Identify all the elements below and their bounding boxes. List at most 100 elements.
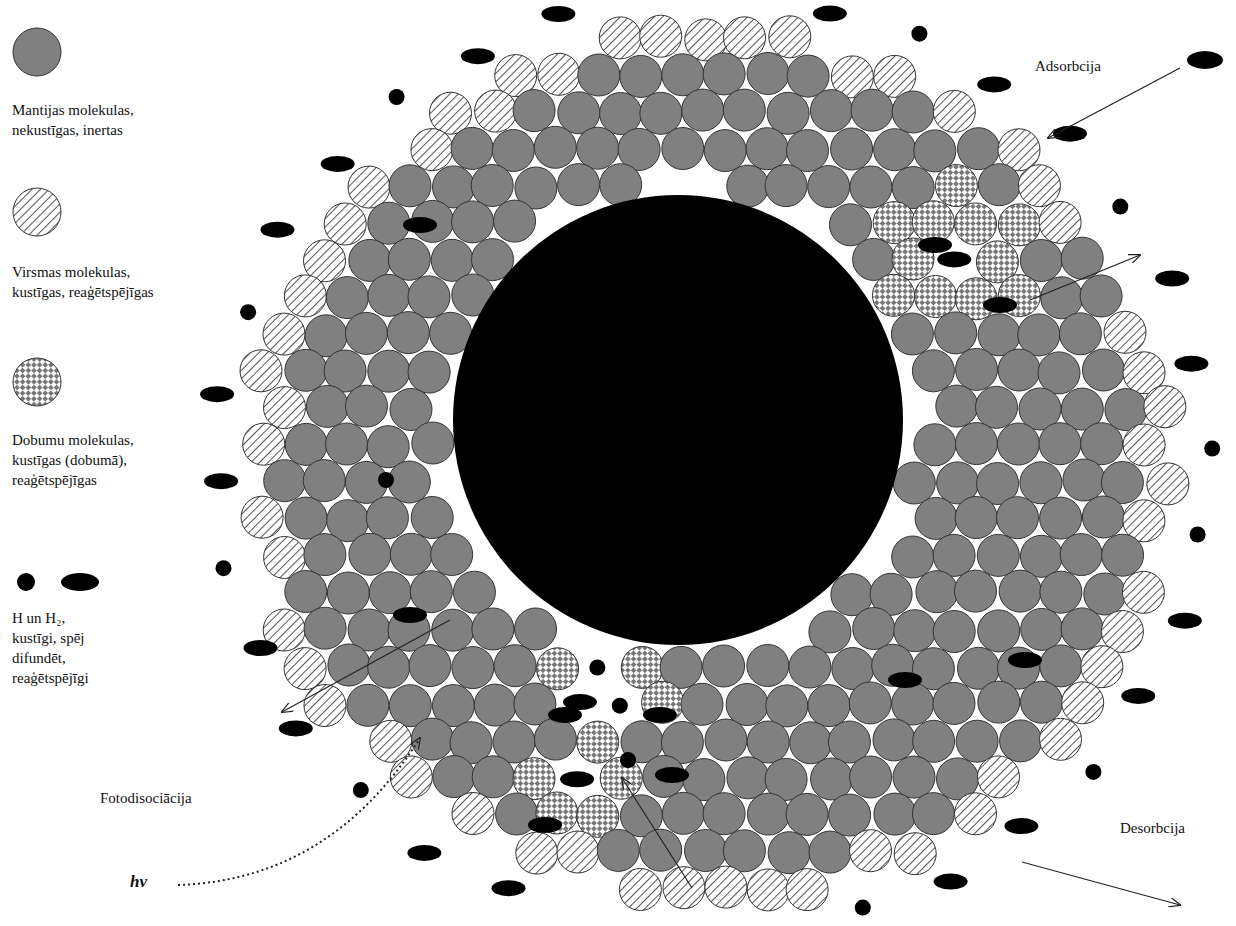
diffusion-arrow [622,778,692,888]
surface-molecule [786,869,828,911]
mantle-molecule [786,793,828,835]
mantle-molecule [956,720,998,762]
mantle-molecule [976,386,1018,428]
mantle-molecule [285,349,327,391]
mantle-molecule [978,164,1020,206]
h2-molecule [548,707,582,723]
mantle-molecule [850,166,892,208]
mantle-molecule [747,793,789,835]
mantle-molecule [1020,240,1062,282]
surface-molecule [475,90,517,132]
mantle-molecule [703,793,745,835]
h2-molecule [200,386,234,402]
surface-molecule [430,92,472,134]
surface-molecule [370,720,412,762]
mantle-molecule [349,533,391,575]
mantle-molecule [494,200,536,242]
mantle-molecule [789,646,831,688]
mantle-molecule [831,128,873,170]
mantle-molecule [662,128,704,170]
mantle-molecule [935,312,977,354]
mantle-molecule [747,53,789,95]
h2-molecule [643,707,677,723]
mantle-molecule [410,571,452,613]
mantle-molecule [640,829,682,871]
cavity-molecule [935,165,977,207]
mantle-molecule [432,609,474,651]
h2-molecule [983,297,1017,313]
mantle-molecule [600,93,642,135]
surface-molecule [619,869,661,911]
mantle-molecule [328,644,370,686]
surface-molecule [1062,682,1104,724]
h2-molecule [403,217,437,233]
mantle-molecule [409,645,451,687]
mantle-molecule [891,313,933,355]
mantle-molecule [389,165,431,207]
mantle-molecule [893,462,935,504]
mantle-molecule [453,571,495,613]
mantle-molecule [790,722,832,764]
mantle-molecule [977,534,1019,576]
diffusion-arrow [1030,255,1140,300]
mantle-molecule [368,274,410,316]
surface-molecule [1147,463,1189,505]
mantle-molecule [958,128,1000,170]
mantle-molecule [534,126,576,168]
h2-molecule [977,76,1011,92]
mantle-molecule [1063,459,1105,501]
cavity-molecule [912,201,954,243]
mantle-molecule [999,570,1041,612]
h2-molecule [492,880,526,896]
mantle-molecule [914,424,956,466]
surface-molecule [241,496,283,538]
mantle-molecule [558,164,600,206]
h2-molecule [1004,818,1038,834]
mantle-molecule [808,166,850,208]
mantle-molecule [408,276,450,318]
mantle-molecule [913,720,955,762]
surface-molecule [264,387,306,429]
mantle-molecule [452,647,494,689]
mantle-molecule [727,757,769,799]
surface-molecule [284,275,326,317]
legend-text: Dobumu molekulas, kustīgas (dobumā), rea… [12,430,162,490]
h2-molecule [461,48,495,64]
mantle-molecule [723,89,765,131]
h-swatch [17,573,35,591]
h2-molecule [204,473,238,489]
mantle-molecule [306,385,348,427]
h2-molecule [321,156,355,172]
mantle-molecule [726,684,768,726]
h-atom [1204,441,1220,457]
mantle-molecule [892,91,934,133]
cavity-swatch [13,358,61,406]
mantle-molecule [1021,681,1063,723]
mantle-molecule [892,536,934,578]
cavity-molecule [915,276,957,318]
mantle-molecule [1040,645,1082,687]
h-atom [1190,527,1206,543]
surface-molecule [1081,646,1123,688]
mantle-molecule [955,570,997,612]
legend-marks [13,28,61,76]
h2-molecule [1174,356,1208,372]
mantle-molecule [829,794,871,836]
h2-molecule [937,251,971,267]
surface-molecule [243,423,285,465]
photon-path [178,738,420,885]
surface-molecule [1040,718,1082,760]
h2-swatch [61,573,99,591]
mantle-molecule [830,204,872,246]
mantle-molecule [1060,534,1102,576]
mantle-molecule [723,830,765,872]
mantle-molecule [912,793,954,835]
mantle-molecule [682,89,724,131]
surface-molecule [538,53,580,95]
mantle-molecule [768,832,810,874]
mantle-molecule [346,385,388,427]
mantle-molecule [874,129,916,171]
mantle-molecule [853,608,895,650]
h-atom [855,900,871,916]
